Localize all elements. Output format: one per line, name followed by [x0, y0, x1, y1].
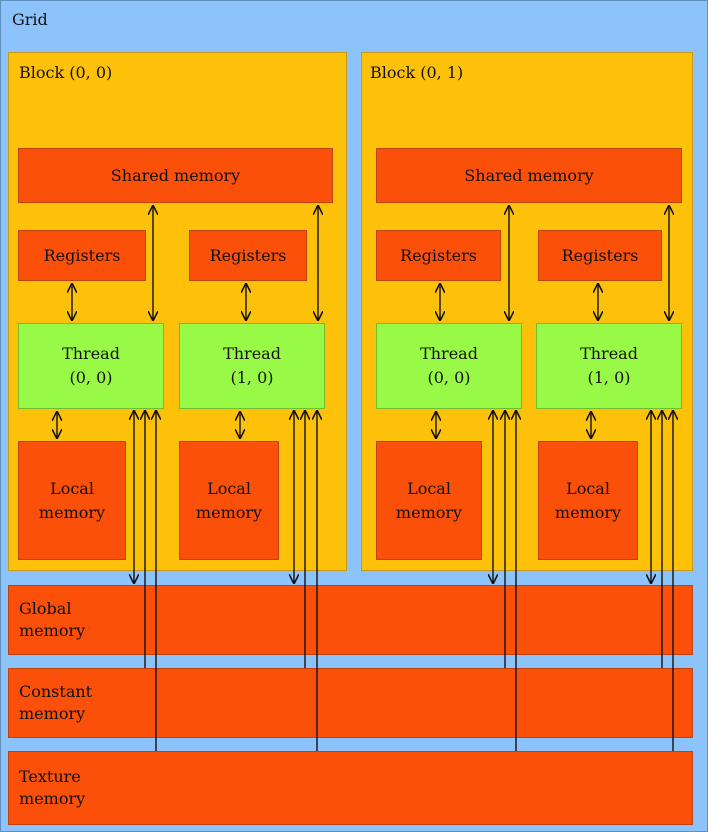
constant-memory-label: memory — [19, 704, 86, 723]
global-memory: Global memory — [8, 585, 693, 655]
texture-memory: Texture memory — [8, 751, 693, 825]
global-memory-label: Global — [19, 599, 72, 618]
local-memory-label: Local — [50, 478, 94, 498]
thread-label: Thread — [62, 344, 120, 363]
local-memory-label: Local — [566, 478, 610, 498]
registers-label: Registers — [43, 245, 121, 265]
thread-label: Thread — [420, 344, 478, 363]
shared-memory-label: Shared memory — [110, 165, 241, 185]
thread-index: (0, 0) — [69, 368, 113, 387]
shared-memory-block-0-1: Shared memory — [376, 148, 682, 203]
thread-b1-t1: Thread (1, 0) — [536, 323, 682, 409]
local-memory-label: memory — [395, 502, 463, 522]
thread-b1-t0: Thread (0, 0) — [376, 323, 522, 409]
thread-label: Thread — [223, 344, 281, 363]
thread-index: (0, 0) — [427, 368, 471, 387]
local-memory-label: memory — [195, 502, 263, 522]
thread-index: (1, 0) — [230, 368, 274, 387]
texture-memory-label: Texture — [19, 767, 81, 786]
local-memory-b0-t0: Local memory — [18, 441, 126, 560]
registers-b1-t1: Registers — [538, 230, 662, 281]
local-memory-label: Local — [207, 478, 251, 498]
registers-label: Registers — [209, 245, 287, 265]
block-0-1-label: Block (0, 1) — [370, 63, 464, 82]
constant-memory-label: Constant — [19, 682, 93, 701]
grid-label: Grid — [12, 10, 48, 29]
registers-b1-t0: Registers — [376, 230, 501, 281]
thread-index: (1, 0) — [587, 368, 631, 387]
shared-memory-label: Shared memory — [464, 165, 594, 185]
texture-memory-label: memory — [19, 789, 86, 808]
block-0-0-label: Block (0, 0) — [19, 63, 113, 82]
thread-label: Thread — [580, 344, 638, 363]
global-memory-label: memory — [19, 621, 86, 640]
local-memory-label: Local — [407, 478, 451, 498]
registers-label: Registers — [400, 245, 477, 265]
registers-b0-t0: Registers — [18, 230, 146, 281]
local-memory-b0-t1: Local memory — [179, 441, 279, 560]
local-memory-label: memory — [38, 502, 106, 522]
thread-b0-t1: Thread (1, 0) — [179, 323, 325, 409]
thread-b0-t0: Thread (0, 0) — [18, 323, 164, 409]
registers-b0-t1: Registers — [189, 230, 307, 281]
registers-label: Registers — [561, 245, 639, 265]
constant-memory: Constant memory — [8, 668, 693, 738]
shared-memory-block-0-0: Shared memory — [18, 148, 333, 203]
local-memory-b1-t0: Local memory — [376, 441, 482, 560]
local-memory-label: memory — [554, 502, 622, 522]
local-memory-b1-t1: Local memory — [538, 441, 638, 560]
